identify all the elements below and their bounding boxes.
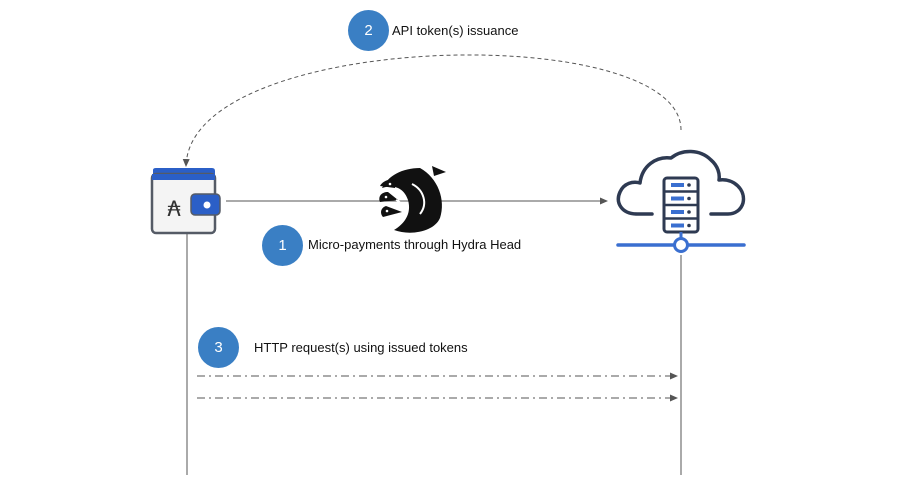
cardano-symbol: ₳	[167, 197, 181, 221]
cloud-server-icon	[616, 149, 746, 253]
step-3-number: 3	[214, 339, 223, 356]
step-1-number: 1	[278, 237, 287, 254]
step-2-number: 2	[364, 22, 373, 39]
step-1-badge: 1	[262, 225, 303, 266]
step-3-label: HTTP request(s) using issued tokens	[254, 340, 468, 355]
hydra-logo	[379, 166, 446, 233]
cardano-wallet-icon: ₳	[150, 168, 221, 235]
token-issuance-arrow	[182, 54, 682, 167]
step-2-badge: 2	[348, 10, 389, 51]
step-2-label: API token(s) issuance	[392, 23, 519, 38]
step-1-label: Micro-payments through Hydra Head	[308, 237, 522, 252]
step-3-badge: 3	[198, 327, 239, 368]
